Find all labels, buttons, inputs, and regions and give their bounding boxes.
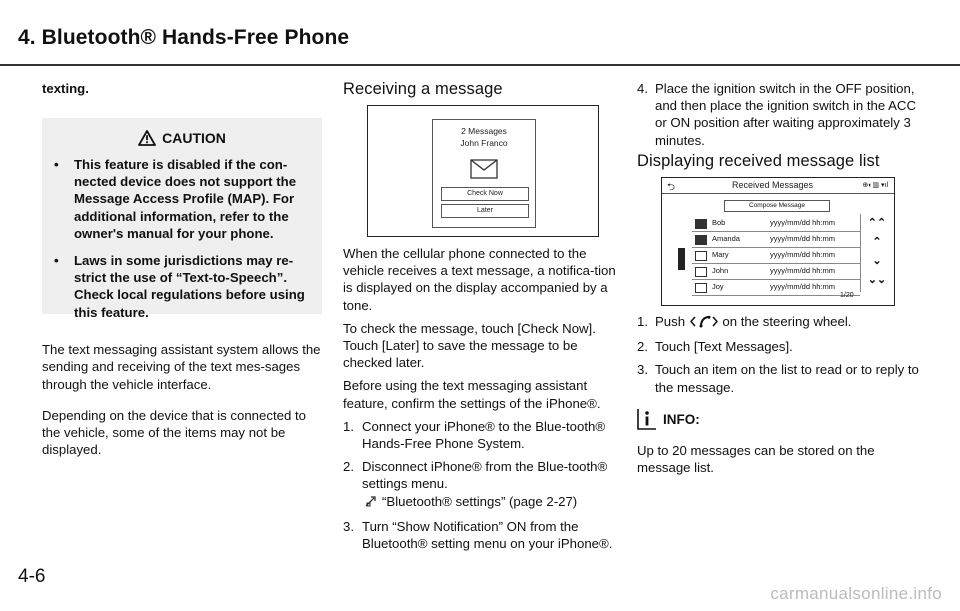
section-heading-message-list: Displaying received message list [637,152,880,170]
message-sender: Amanda [712,234,740,243]
message-row[interactable]: Mary yyyy/mm/dd hh:mm [692,248,860,264]
step-text: Push [655,314,686,329]
cross-reference[interactable]: “Bluetooth® settings” (page 2-27) [343,493,628,512]
step-text: Place the ignition switch in the OFF pos… [655,81,916,148]
paragraph: Depending on the device that is connecte… [42,407,306,458]
column-1: texting. [42,80,322,97]
selection-tab [678,248,685,270]
reference-arrow-icon [364,494,380,512]
bullet-icon: • [54,157,59,172]
title-divider [662,193,894,194]
message-date: yyyy/mm/dd hh:mm [770,266,836,275]
scrollbar[interactable] [860,214,861,292]
paragraph: The text messaging assistant system allo… [42,342,321,392]
step-text: Connect your iPhone® to the Blue-tooth® … [362,418,606,452]
later-button[interactable]: Later [441,204,529,218]
info-heading: INFO: [637,408,919,434]
phone-button-icon [689,315,719,332]
step-number: 2. [343,459,354,475]
step-item: 1. Push on the steering wheel. [637,313,919,332]
compose-message-button[interactable]: Compose Message [724,200,830,212]
warning-icon [138,130,157,149]
sender-name: John Franco [460,138,508,148]
bullet-icon: • [54,253,59,269]
message-date: yyyy/mm/dd hh:mm [770,250,836,259]
message-sender: Mary [712,250,729,259]
step-number: 3. [637,362,648,378]
step-text: Disconnect iPhone® from the Blue-tooth® … [362,459,608,492]
message-count: 2 Messages [461,126,507,136]
step-text: Touch an item on the list to read or to … [655,362,919,395]
header-divider [0,64,960,66]
envelope-icon [470,159,498,179]
step-item: 3. Touch an item on the list to read or … [637,361,919,395]
message-date: yyyy/mm/dd hh:mm [770,218,836,227]
step-number: 1. [637,314,648,329]
back-icon[interactable]: ⮌ [667,182,676,193]
read-envelope-icon [695,283,707,293]
column-2-body: When the cellular phone connected to the… [343,245,628,558]
caution-item: • This feature is disabled if the con-ne… [42,156,322,242]
caution-item: • Laws in some jurisdictions may re-stri… [42,252,322,321]
page-header-title: 4. Bluetooth® Hands-Free Phone [18,26,350,49]
step-text: Touch [Text Messages]. [655,339,793,355]
caution-title: CAUTION [162,130,226,146]
screen-title: Received Messages [732,180,814,190]
step-number: 2. [637,339,648,355]
step-item: 1. Connect your iPhone® to the Blue-toot… [343,418,628,452]
step-text: Turn “Show Notification” ON from the Blu… [362,518,613,552]
message-row[interactable]: John yyyy/mm/dd hh:mm [692,264,860,280]
lead-text: texting. [42,81,89,96]
check-now-button[interactable]: Check Now [441,187,529,201]
step-number: 3. [343,518,354,534]
watermark: carmanualsonline.info [770,584,942,603]
caution-heading: CAUTION [42,130,322,149]
page-up-icon[interactable]: ⌃⌃ [867,217,887,229]
step-item: 2. Touch [Text Messages]. [637,338,919,355]
caution-item-text: Laws in some jurisdictions may re-strict… [74,253,305,320]
column-3-bottom: 1. Push on the steering wheel. 2. Touch … [637,313,919,476]
page-indicator: 1/20 [840,292,854,299]
info-text: Up to 20 messages can be stored on the m… [637,443,875,476]
paragraph: Before using the text messaging assistan… [343,378,601,411]
cross-reference-text: “Bluetooth® settings” (page 2-27) [382,493,578,509]
caution-box: CAUTION • This feature is disabled if th… [42,118,322,320]
info-title: INFO: [663,411,700,427]
notification-panel: 2 Messages John Franco Check Now Later [432,119,536,228]
notification-screen-figure: 2 Messages John Franco Check Now Later [367,105,599,237]
paragraph: When the cellular phone connected to the… [343,246,616,313]
column-1-body: The text messaging assistant system allo… [42,328,324,472]
status-icons: ⊕◐▥ ▾ıl [862,182,888,189]
message-sender: Joy [712,282,724,291]
step-text: on the steering wheel. [722,314,852,329]
message-row[interactable]: Amanda yyyy/mm/dd hh:mm [692,232,860,248]
scroll-down-icon[interactable]: ⌄ [872,255,882,267]
section-heading-receiving: Receiving a message [343,80,503,98]
scroll-up-icon[interactable]: ⌃ [872,236,882,248]
column-3-top: 4. Place the ignition switch in the OFF … [637,80,917,155]
message-list-screen-figure: ⮌ Received Messages ⊕◐▥ ▾ıl Compose Mess… [661,177,895,306]
step-number: 1. [343,418,354,434]
page-down-icon[interactable]: ⌄⌄ [867,274,887,286]
caution-list: • This feature is disabled if the con-ne… [42,156,322,331]
info-icon [637,408,657,434]
paragraph: To check the message, touch [Check Now].… [343,320,596,371]
message-sender: Bob [712,218,726,227]
step-item: 4. Place the ignition switch in the OFF … [637,80,917,149]
step-item: 3. Turn “Show Notification” ON from the … [343,518,628,552]
message-date: yyyy/mm/dd hh:mm [770,234,836,243]
caution-item-text: This feature is disabled if the con-nect… [74,157,297,241]
step-item: 2. Disconnect iPhone® from the Blue-toot… [343,458,628,492]
read-envelope-icon [695,267,707,277]
message-sender: John [712,266,729,275]
page-number: 4-6 [18,566,46,587]
message-row[interactable]: Joy yyyy/mm/dd hh:mm [692,280,860,296]
message-date: yyyy/mm/dd hh:mm [770,282,836,291]
read-envelope-icon [695,251,707,261]
message-row[interactable]: Bob yyyy/mm/dd hh:mm [692,216,860,232]
unread-envelope-icon [695,219,707,229]
step-number: 4. [637,81,648,96]
unread-envelope-icon [695,235,707,245]
